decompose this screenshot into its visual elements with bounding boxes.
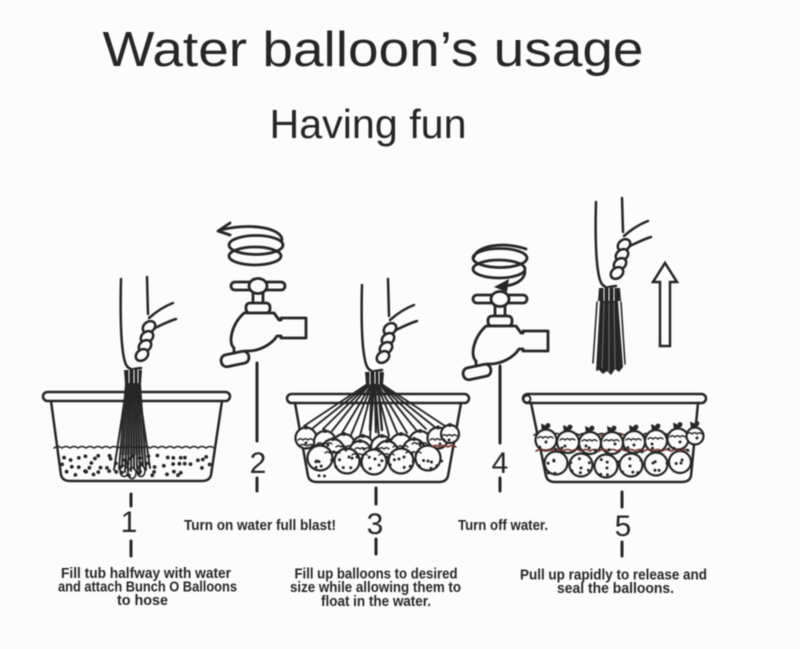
svg-text:Water balloon’s usage: Water balloon’s usage xyxy=(103,23,644,77)
svg-text:Pull up rapidly to release and: Pull up rapidly to release and xyxy=(520,568,707,584)
svg-text:seal the balloons.: seal the balloons. xyxy=(557,581,674,597)
svg-text:Fill up balloons to desired: Fill up balloons to desired xyxy=(295,567,458,583)
svg-text:and attach Bunch O Balloons: and attach Bunch O Balloons xyxy=(58,580,237,596)
svg-text:Fill tub halfway with water: Fill tub halfway with water xyxy=(61,566,231,582)
svg-text:Turn on water full blast!: Turn on water full blast! xyxy=(184,518,336,534)
svg-text:1: 1 xyxy=(121,506,138,539)
svg-text:2: 2 xyxy=(250,447,267,480)
svg-text:size while allowing them to: size while allowing them to xyxy=(290,580,461,596)
svg-text:5: 5 xyxy=(615,510,632,543)
svg-text:Having fun: Having fun xyxy=(270,101,467,147)
svg-text:4: 4 xyxy=(492,447,509,480)
svg-text:float in the water.: float in the water. xyxy=(321,594,431,610)
svg-text:Turn off water.: Turn off water. xyxy=(458,518,548,534)
svg-text:to hose: to hose xyxy=(117,593,168,609)
svg-text:3: 3 xyxy=(367,508,384,541)
